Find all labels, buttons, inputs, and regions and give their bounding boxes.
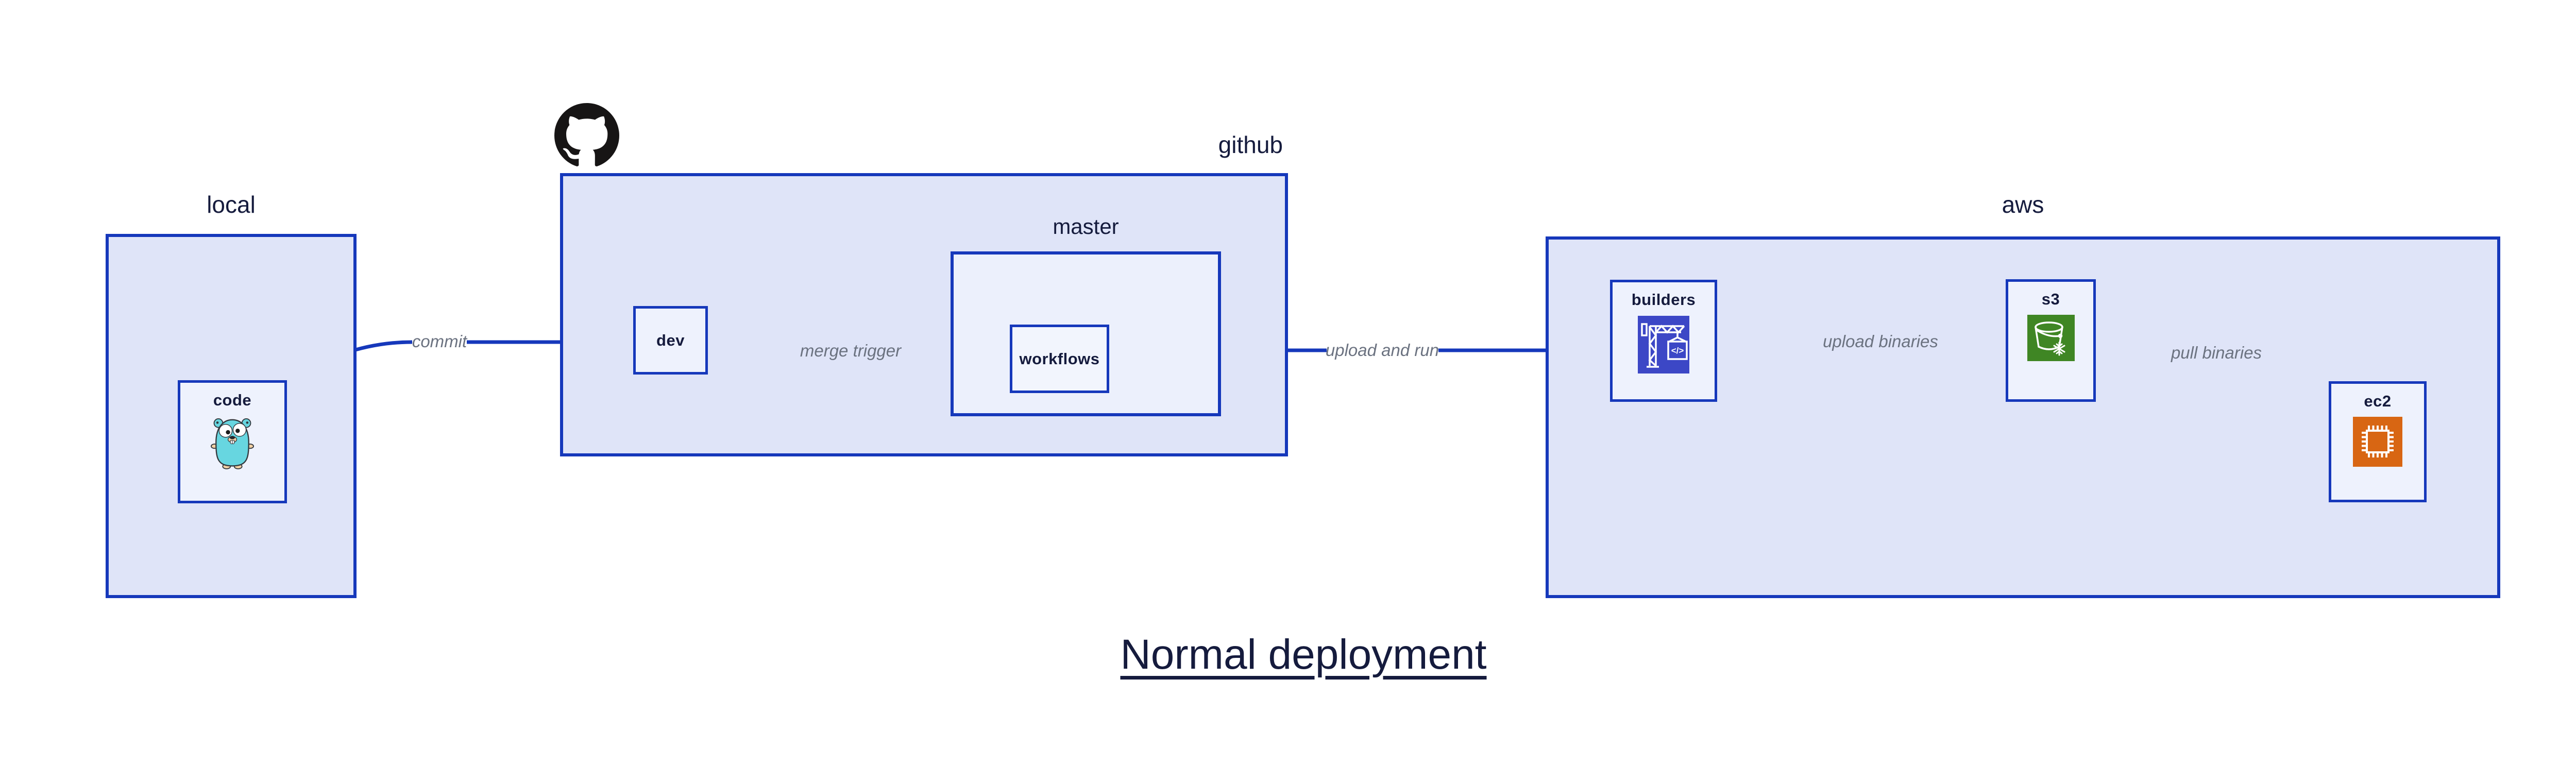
workflows-node-label: workflows: [1019, 349, 1100, 368]
codebuild-crane-icon: </>: [1638, 315, 1689, 374]
dev-branch-node-label: dev: [656, 331, 685, 349]
upload-binaries-edge-label: upload binaries: [1823, 332, 1938, 351]
github-region-label: github: [1218, 131, 1283, 158]
ec2-node-label: ec2: [2364, 392, 2392, 410]
ec2-chip-icon: [2353, 417, 2402, 467]
pull-binaries-edge-label: pull binaries: [2171, 343, 2262, 362]
upload-and-run-edge-label: upload and run: [1325, 341, 1439, 360]
builders-node-box: builders </>: [1610, 280, 1717, 402]
s3-node-box: s3: [2006, 279, 2096, 402]
s3-node-label: s3: [2041, 290, 2060, 308]
s3-glacier-bucket-icon: [2027, 315, 2075, 361]
code-node-box: code: [178, 380, 287, 503]
codebuild-code-glyph: </>: [1671, 346, 1684, 355]
master-branch-label: master: [1053, 214, 1119, 239]
merge-trigger-edge-label: merge trigger: [800, 341, 902, 360]
local-region-label: local: [207, 191, 256, 218]
dev-branch-node-box: dev: [633, 306, 708, 375]
go-gopher-icon: [211, 416, 254, 471]
diagram-title: Normal deployment: [1120, 631, 1487, 678]
workflows-node-box: workflows: [1010, 325, 1109, 393]
github-octocat-icon: [554, 103, 619, 168]
ec2-node-box: ec2: [2329, 381, 2427, 502]
builders-node-label: builders: [1631, 291, 1696, 309]
commit-edge-label: commit: [412, 332, 467, 351]
code-node-label: code: [213, 391, 252, 409]
aws-region-label: aws: [2002, 191, 2044, 218]
